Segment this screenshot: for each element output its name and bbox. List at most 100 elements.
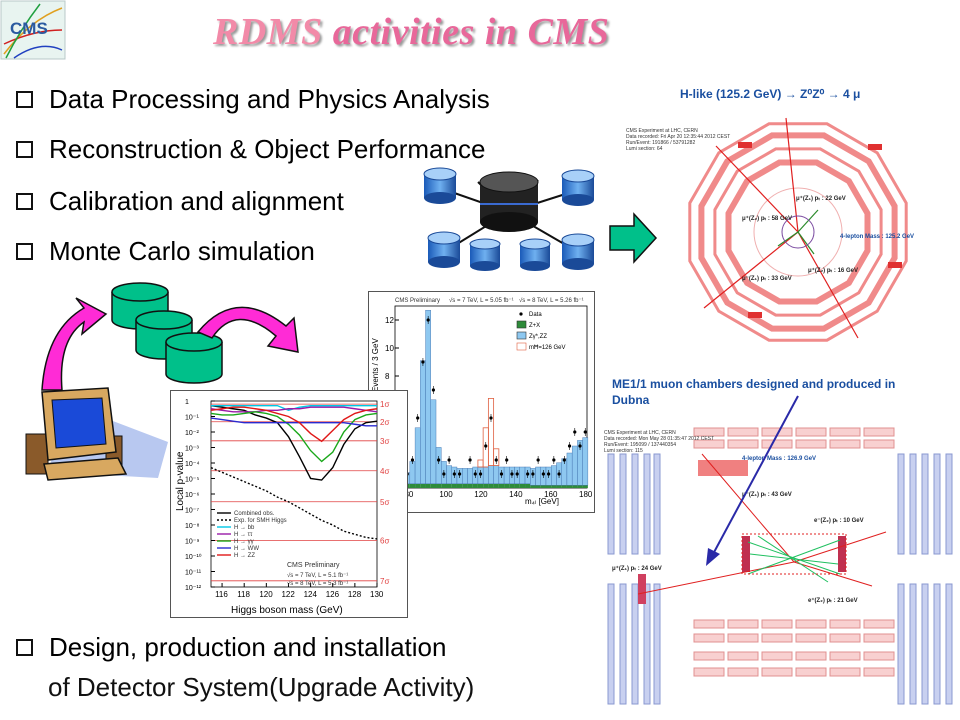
evd2-mass-tag: 4-lepton Mass : 126.9 GeV: [742, 456, 816, 462]
pval-plot-subtitle-7tev: √s = 7 TeV, L = 5.1 fb⁻¹: [287, 572, 348, 579]
data-point: [499, 472, 504, 476]
barrel-chamber: [795, 619, 827, 629]
pval-series-line: [210, 406, 378, 443]
pval-ytick-label: 10⁻¹¹: [185, 570, 202, 577]
pval-plot-xlabel: Higgs boson mass (GeV): [231, 605, 343, 616]
pval-ytick-label: 10⁻¹⁰: [185, 553, 202, 561]
barrel-chamber: [863, 427, 895, 437]
zx-bar: [441, 483, 447, 488]
evd1-tag: μ⁺(Z₂) pₜ : 16 GeV: [808, 267, 858, 274]
endcap-chamber: [619, 583, 627, 705]
zx-bar: [451, 483, 457, 488]
legend-label: Zγ*,ZZ: [529, 334, 547, 340]
muon-ring: [725, 159, 871, 305]
zx-bar: [425, 483, 431, 488]
muon-hit: [748, 312, 762, 318]
bullet-reconstruction: Reconstruction & Object Performance: [12, 134, 485, 165]
barrel-chamber: [693, 651, 725, 661]
bullet-text: Calibration and alignment: [49, 186, 344, 216]
zx-bar: [530, 485, 536, 488]
sigma-label: 5σ: [380, 498, 389, 507]
barrel-chamber: [795, 439, 827, 449]
pval-plot-title: CMS Preliminary: [287, 562, 340, 569]
endcap-chamber: [909, 453, 917, 555]
barrel-chamber: [761, 667, 793, 677]
barrel-chamber: [761, 619, 793, 629]
legend-marker: [519, 312, 523, 316]
endcap-chamber: [945, 453, 953, 555]
data-point: [567, 444, 572, 448]
zx-bar: [409, 483, 416, 488]
mass-xtick-label: 120: [474, 490, 488, 499]
muon-ring: [698, 132, 898, 332]
pval-ytick-label: 10⁻⁸: [185, 523, 199, 530]
evd2-tag: μ⁺(Z₁) pₜ : 24 GeV: [612, 565, 662, 572]
legend-label: H → WW: [234, 546, 259, 552]
pval-xtick-label: 124: [304, 590, 318, 599]
zx-bar: [514, 483, 520, 488]
zz-bar: [493, 465, 500, 485]
database-cylinders-icon: [111, 282, 223, 384]
legend-marker: [516, 331, 527, 340]
evd1-header-line: Data recorded: Fri Apr 20 12:35:44 2012 …: [626, 134, 730, 140]
pval-ytick-label: 10⁻³: [185, 446, 199, 453]
barrel-chamber: [863, 667, 895, 677]
sigma-label: 2σ: [380, 418, 389, 427]
evd2-header-line: CMS Experiment at LHC, CERN: [604, 430, 676, 436]
legend-label: Combined obs.: [234, 511, 275, 517]
barrel-chamber: [829, 427, 861, 437]
muon-hit: [738, 142, 752, 148]
zx-bar: [509, 483, 515, 488]
barrel-chamber: [727, 651, 759, 661]
zx-bar: [462, 483, 468, 488]
zx-bar: [498, 483, 505, 488]
data-point: [421, 360, 425, 364]
endcap-chamber: [619, 453, 627, 555]
muon-hit: [888, 262, 902, 268]
zz-bar: [582, 437, 589, 486]
barrel-chamber: [727, 619, 759, 629]
data-point: [505, 458, 509, 462]
legend-label: H → bb: [234, 525, 255, 531]
bullet-design-production: Design, production and installation: [12, 632, 446, 663]
evd1-header-line: Lumi section: 64: [626, 146, 663, 152]
barrel-chamber: [863, 651, 895, 661]
evd1-tag: μ⁺(Z₂) pₜ : 58 GeV: [742, 215, 792, 222]
data-point: [484, 444, 488, 448]
data-point: [416, 416, 420, 420]
pval-ytick-label: 10⁻⁷: [185, 508, 199, 515]
pval-xtick-label: 120: [259, 590, 273, 599]
mass-xtick-label: 100: [439, 490, 453, 499]
endcap-chamber: [631, 453, 639, 555]
cycle-arrows-icon: [41, 297, 299, 391]
barrel-chamber: [727, 439, 759, 449]
barrel-chamber: [761, 633, 793, 643]
computer-icon: [25, 387, 168, 481]
zx-bar: [415, 483, 421, 488]
legend-marker: [516, 342, 527, 351]
data-point: [583, 430, 587, 434]
pval-series-line: [210, 467, 378, 540]
zz-bar: [467, 468, 473, 484]
signal-bar: [487, 398, 495, 466]
pval-series-line: [210, 404, 378, 481]
legend-label: H → ZZ: [234, 553, 255, 559]
evd1-tag: μ⁺(Z₁) pₜ : 22 GeV: [796, 195, 846, 202]
mass-plot-title: CMS Preliminary: [395, 298, 440, 304]
slide-title: RDMS activities in CMS: [213, 10, 609, 54]
sigma-label: 1σ: [380, 400, 389, 409]
bullet-data-processing: Data Processing and Physics Analysis: [12, 84, 490, 115]
data-point: [410, 458, 415, 462]
local-pvalue-plot: 1σ2σ3σ4σ5σ6σ7σ110⁻¹10⁻²10⁻³10⁻⁴10⁻⁵10⁻⁶1…: [170, 390, 408, 618]
zz-bar: [414, 427, 421, 485]
zx-bar: [472, 483, 478, 488]
mass-xtick-label: 80: [404, 490, 413, 499]
barrel-chamber: [761, 439, 793, 449]
zz-bar: [435, 447, 442, 484]
pval-xtick-label: 130: [370, 590, 384, 599]
zx-bar: [551, 485, 557, 488]
zx-bar: [556, 485, 562, 488]
zx-bar: [456, 483, 463, 488]
mass-plot-subtitle-8tev: √s = 8 TeV, L = 5.26 fb⁻¹: [519, 297, 584, 304]
endcap-chamber: [653, 453, 661, 555]
